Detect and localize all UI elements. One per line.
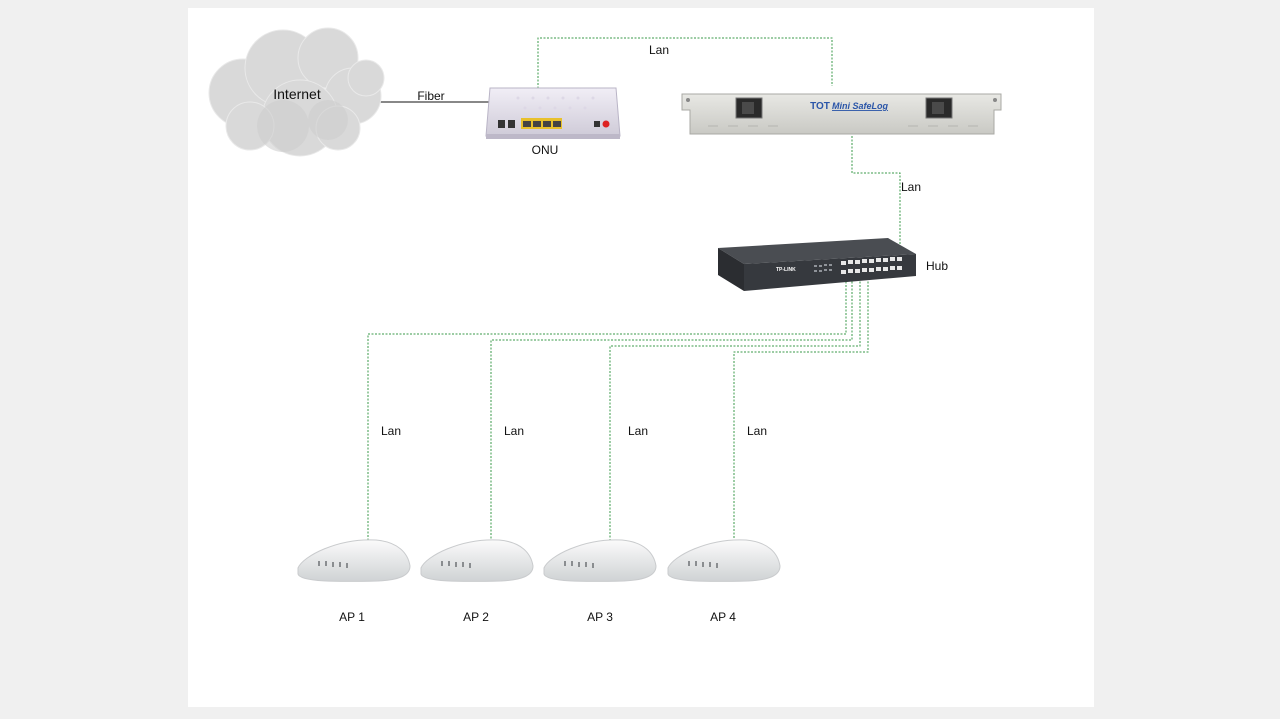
logger-brand-logo: TOT bbox=[810, 101, 830, 112]
lan-link-hub-ap2 bbox=[490, 278, 853, 546]
lan-label-hub-ap3: Lan bbox=[628, 424, 648, 438]
lan-link-hub-ap3 bbox=[609, 278, 861, 546]
ap2-access-point-icon bbox=[420, 539, 534, 582]
onu-modem-icon bbox=[485, 87, 621, 139]
network-switch-icon bbox=[718, 238, 916, 291]
onu-label: ONU bbox=[532, 143, 559, 157]
ap3-access-point-icon bbox=[543, 539, 657, 582]
lan-label-hub-ap1: Lan bbox=[381, 424, 401, 438]
hub-brand-logo: TP-LINK bbox=[776, 267, 796, 273]
lan-label-logger-hub: Lan bbox=[901, 180, 921, 194]
lan-link-onu-logger bbox=[537, 37, 833, 120]
lan-link-logger-hub bbox=[851, 136, 901, 256]
ap1-label: AP 1 bbox=[339, 610, 365, 624]
rack-logger-icon bbox=[681, 93, 1002, 135]
network-diagram: Internet ONU Fiber bbox=[208, 27, 1002, 624]
ap3-label: AP 3 bbox=[587, 610, 613, 624]
logger-model-label: Mini SafeLog bbox=[832, 101, 889, 111]
ap2-label: AP 2 bbox=[463, 610, 489, 624]
ap4-access-point-icon bbox=[667, 539, 781, 582]
hub-label: Hub bbox=[926, 259, 948, 273]
diagram-canvas: Internet ONU Fiber bbox=[188, 8, 1094, 707]
lan-link-hub-ap4 bbox=[733, 278, 869, 546]
ap1-access-point-icon bbox=[297, 539, 411, 582]
cloud-shading bbox=[257, 100, 348, 152]
lan-label-hub-ap4: Lan bbox=[747, 424, 767, 438]
lan-label-hub-ap2: Lan bbox=[504, 424, 524, 438]
fiber-label: Fiber bbox=[417, 89, 444, 103]
lan-link-hub-ap1 bbox=[367, 278, 847, 546]
ap4-label: AP 4 bbox=[710, 610, 736, 624]
internet-label: Internet bbox=[273, 86, 321, 102]
lan-label-onu-logger: Lan bbox=[649, 43, 669, 57]
